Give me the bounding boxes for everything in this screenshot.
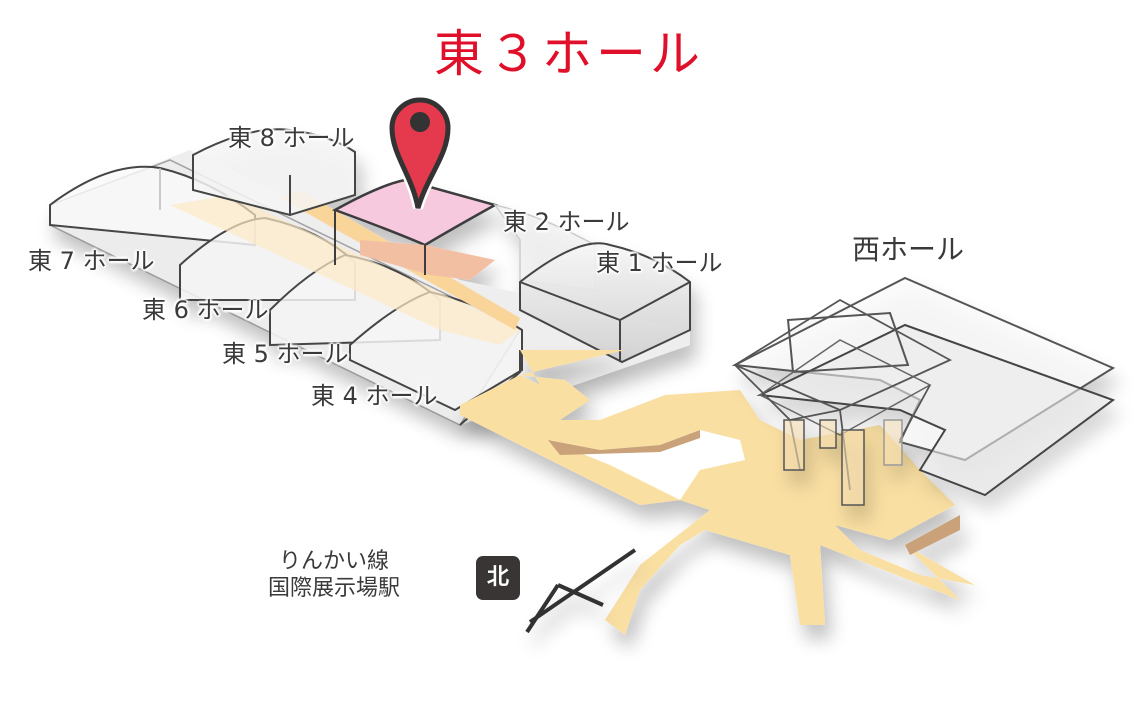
label-east-7[interactable]: 東 7 ホール xyxy=(28,247,155,275)
label-east-2[interactable]: 東 2 ホール xyxy=(503,208,630,236)
hall-west[interactable] xyxy=(731,276,1116,506)
hall-east-1[interactable] xyxy=(519,242,691,364)
hall-east-8[interactable] xyxy=(192,128,356,217)
east-halls xyxy=(49,128,691,426)
label-east-1[interactable]: 東 1 ホール xyxy=(596,249,723,277)
north-badge: 北 xyxy=(476,556,520,600)
walkway xyxy=(460,350,975,635)
label-east-5[interactable]: 東 5 ホール xyxy=(222,340,349,368)
station-label: りんかい線 国際展示場駅 xyxy=(268,548,400,602)
north-arrow-icon xyxy=(525,548,637,634)
station-line: りんかい線 xyxy=(279,549,390,574)
map-pin-icon[interactable] xyxy=(386,95,454,210)
label-east-6[interactable]: 東 6 ホール xyxy=(142,296,269,324)
label-west-hall[interactable]: 西ホール xyxy=(852,233,965,266)
label-east-4[interactable]: 東 4 ホール xyxy=(311,382,438,410)
hall-east-3-highlight[interactable] xyxy=(331,178,499,280)
page-title: 東３ホール xyxy=(434,25,704,83)
station-name: 国際展示場駅 xyxy=(268,576,401,601)
label-east-8[interactable]: 東 8 ホール xyxy=(228,124,355,152)
